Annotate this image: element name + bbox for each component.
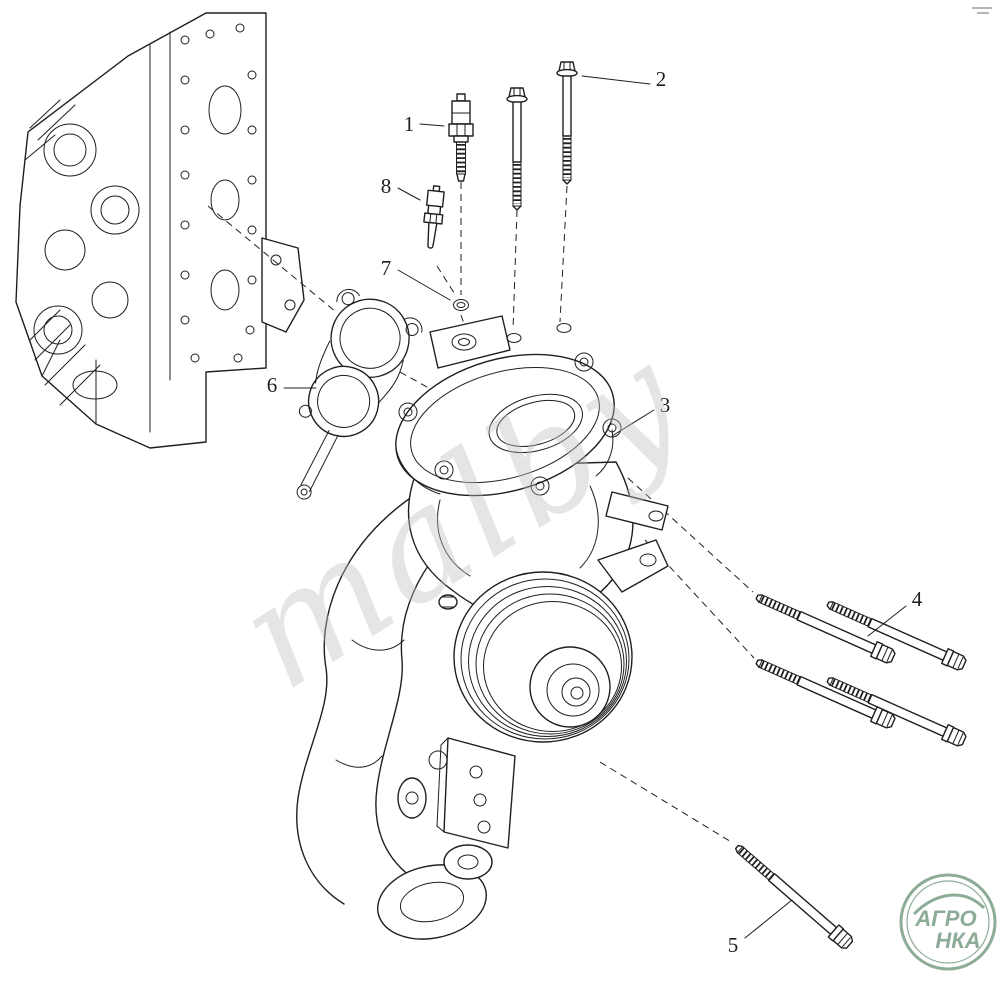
callout-8: 8 [381,174,392,198]
bolt-4d [825,673,968,748]
engine-block [15,12,267,449]
gasket [296,288,423,500]
logo-text-line1: АГРО [914,906,976,931]
callout-4: 4 [912,587,923,611]
callout-1: 1 [404,112,415,136]
logo-inner-ring [906,880,990,964]
outlet-duct [296,477,488,940]
callout-leaders [283,75,907,939]
callout-5: 5 [728,933,739,957]
housing-bolt-bosses [398,352,622,496]
bolt-4c [754,655,897,730]
flange-bolt-2b [557,62,577,184]
flange-bolt-2a [507,88,527,210]
mount-plate [436,737,516,880]
seal-ring-7 [453,299,469,311]
callout-3: 3 [660,393,671,417]
callout-2: 2 [656,67,667,91]
logo-leaf-swoosh [912,893,986,916]
logo-text-line2: НКА [935,928,980,953]
pulley [453,571,633,743]
callout-7: 7 [381,256,392,280]
temperature-sensor-1 [448,93,474,182]
callout-numbers: 1 2 3 4 5 6 7 8 [267,67,923,957]
thermostat-housing [395,315,622,497]
block-bracket [261,237,305,333]
block-bolt-holes [180,23,257,363]
corner-fineprint [972,7,992,14]
temperature-sensor-8 [423,185,445,249]
callout-6: 6 [267,373,278,397]
brand-logo: АГРО НКА [899,873,997,971]
